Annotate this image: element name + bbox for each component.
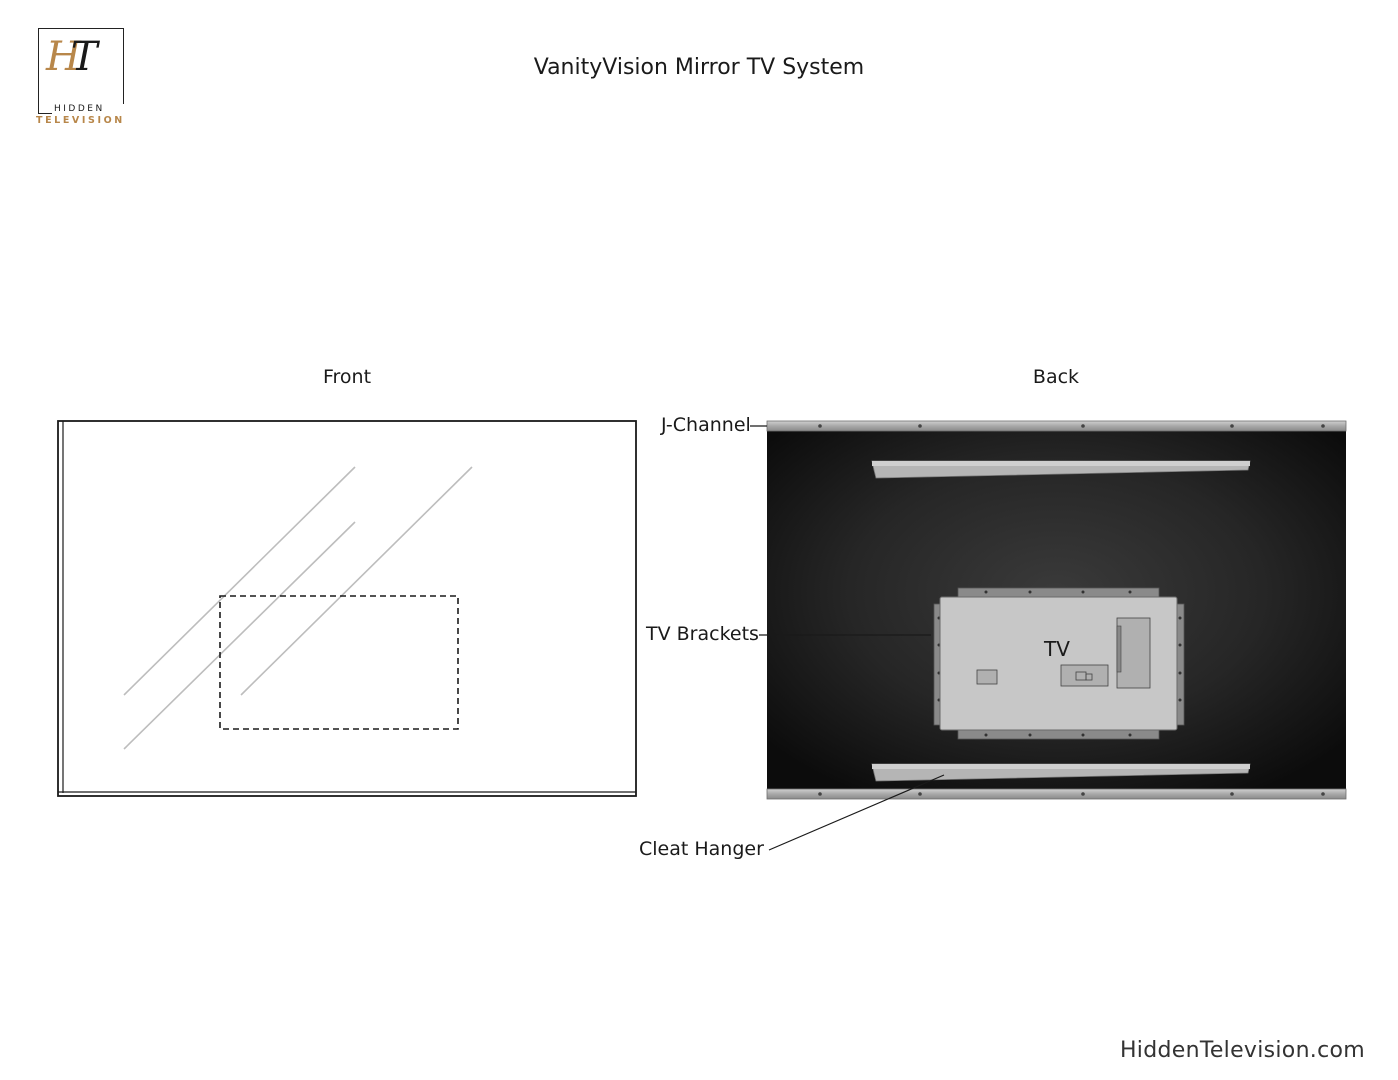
reflection-line (240, 466, 473, 696)
footer-website: HiddenTelevision.com (1119, 1038, 1365, 1063)
logo-monogram-t: T (70, 34, 98, 80)
logo-text-television: TELEVISION (36, 115, 125, 126)
front-mirror (57, 420, 637, 797)
cleat-hanger-label: Cleat Hanger (639, 838, 764, 860)
logo-monogram-h: H (46, 34, 81, 80)
tv-brackets-label: TV Brackets (646, 623, 759, 645)
hidden-tv-outline (219, 595, 459, 730)
tv-label: TV (1044, 637, 1070, 661)
cleat-hanger-top (871, 460, 1251, 479)
tv-connector-panel (1060, 664, 1109, 687)
mirror-reflection-lines (123, 466, 473, 750)
cleat-hanger-bottom (871, 763, 1251, 782)
j-channel-label: J-Channel (661, 414, 751, 436)
reflection-line (123, 521, 356, 750)
logo-monogram: HT (46, 37, 98, 77)
front-view-label: Front (322, 366, 372, 388)
j-channel-bottom (766, 788, 1347, 800)
tv-port-panel (976, 669, 998, 685)
cleat-hanger-leader (768, 774, 945, 851)
logo-text-hidden: HIDDEN (52, 104, 128, 115)
tv-input-panel (1116, 617, 1151, 689)
back-view-label: Back (1032, 366, 1080, 388)
brand-logo: HT HIDDEN TELEVISION (36, 27, 132, 127)
tv-body (939, 596, 1178, 731)
reflection-line (123, 466, 356, 696)
leader-lines (750, 425, 945, 851)
page-title: VanityVision Mirror TV System (533, 55, 865, 80)
j-channel-top (766, 420, 1347, 432)
